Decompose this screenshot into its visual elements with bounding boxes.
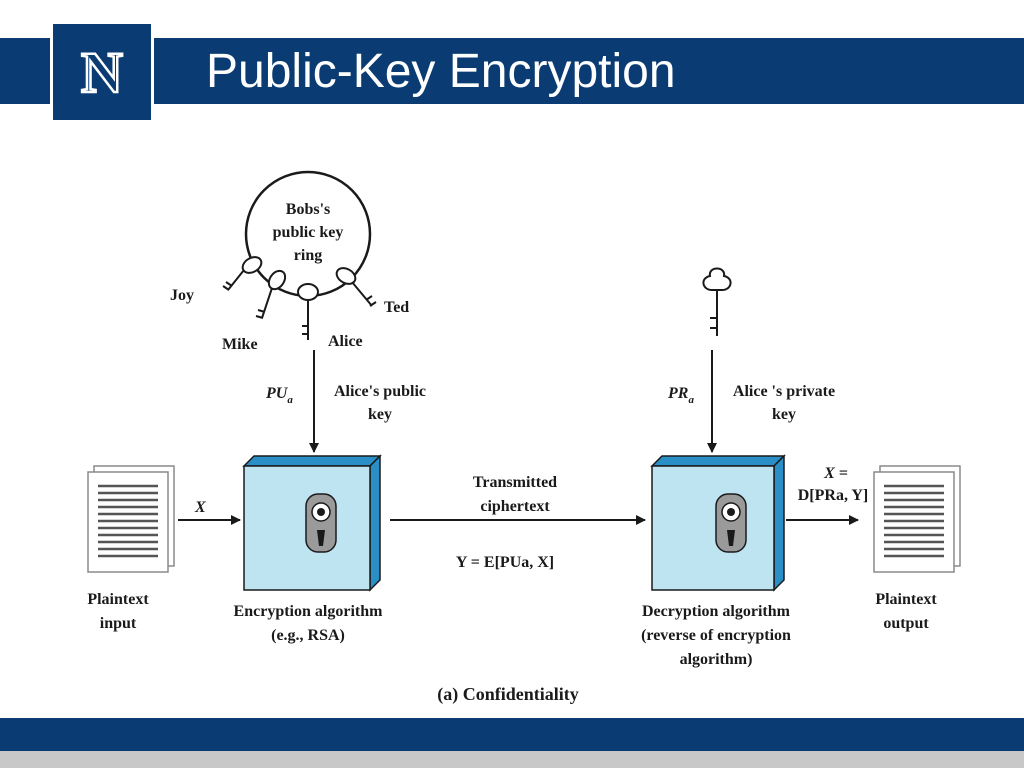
key-label-alice: Alice (328, 333, 363, 350)
key-label-joy: Joy (170, 287, 194, 304)
decryption-box (650, 454, 786, 592)
plaintext-input-document (87, 465, 175, 573)
output-formula-1: X = (823, 465, 848, 482)
key-ring-label-2: public key (273, 224, 344, 241)
key-icon-mike (255, 269, 287, 319)
encryption-label-1: Encryption algorithm (234, 603, 384, 620)
private-key-label-2: key (772, 406, 796, 423)
plaintext-output-label-1: Plaintext (875, 591, 937, 608)
decryption-label-3: algorithm) (680, 651, 753, 668)
public-key-ring: Bobs's public key ring (244, 170, 372, 298)
lock-icon (305, 493, 337, 553)
private-key-symbol: PRa (667, 385, 694, 406)
plaintext-input-label-2: input (100, 615, 137, 632)
decryption-label-2: (reverse of encryption (641, 627, 791, 644)
figure-caption: (a) Confidentiality (437, 684, 579, 705)
input-var-x: X (194, 499, 206, 516)
public-key-label-2: key (368, 406, 392, 423)
channel-formula: Y = E[PUa, X] (456, 554, 554, 571)
plaintext-input-label-1: Plaintext (87, 591, 149, 608)
plaintext-output-label-2: output (883, 615, 929, 632)
private-key-label-1: Alice 's private (733, 383, 835, 400)
header-bar (0, 38, 1024, 104)
key-ring-label-3: ring (294, 247, 322, 264)
key-label-mike: Mike (222, 336, 258, 353)
key-label-ted: Ted (384, 299, 409, 316)
n-logo-icon: N (80, 39, 125, 107)
university-logo: N (50, 21, 154, 123)
channel-label-2: ciphertext (480, 498, 550, 515)
plaintext-output-document (873, 465, 961, 573)
key-icon-alice (297, 283, 319, 340)
key-ring-label-1: Bobs's (286, 201, 330, 218)
channel-label-1: Transmitted (473, 474, 557, 491)
decryption-label-1: Decryption algorithm (642, 603, 791, 620)
encryption-label-2: (e.g., RSA) (271, 627, 345, 644)
footer-strip (0, 751, 1024, 768)
private-key-icon (702, 267, 732, 336)
output-formula-2: D[PRa, Y] (798, 487, 869, 504)
key-icon-joy (222, 256, 263, 291)
encryption-box (242, 454, 382, 592)
key-icon-ted (335, 267, 377, 307)
public-key-symbol: PUa (265, 385, 293, 406)
logo-letter: N (81, 40, 123, 105)
slide-title: Public-Key Encryption (206, 45, 676, 98)
lock-icon (715, 493, 747, 553)
footer-bar (0, 718, 1024, 751)
public-key-label-1: Alice's public (334, 383, 426, 400)
